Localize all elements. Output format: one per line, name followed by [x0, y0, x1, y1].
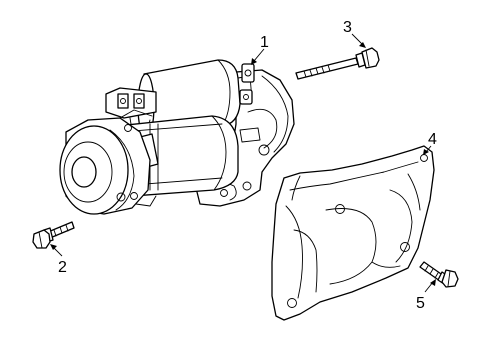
callout-2: 2	[58, 259, 67, 276]
callout-1: 1	[260, 34, 269, 51]
long-bolt	[295, 47, 380, 80]
heat-shield	[271, 145, 435, 321]
callout-4: 4	[428, 131, 437, 148]
callout-3: 3	[343, 19, 352, 36]
callout-5: 5	[416, 295, 425, 312]
leader-3	[351, 33, 364, 46]
small-bolt-left	[32, 221, 75, 249]
leader-lines	[50, 33, 436, 293]
starter-motor	[59, 59, 295, 215]
leader-1	[253, 48, 265, 62]
small-bolt-right	[419, 261, 459, 288]
